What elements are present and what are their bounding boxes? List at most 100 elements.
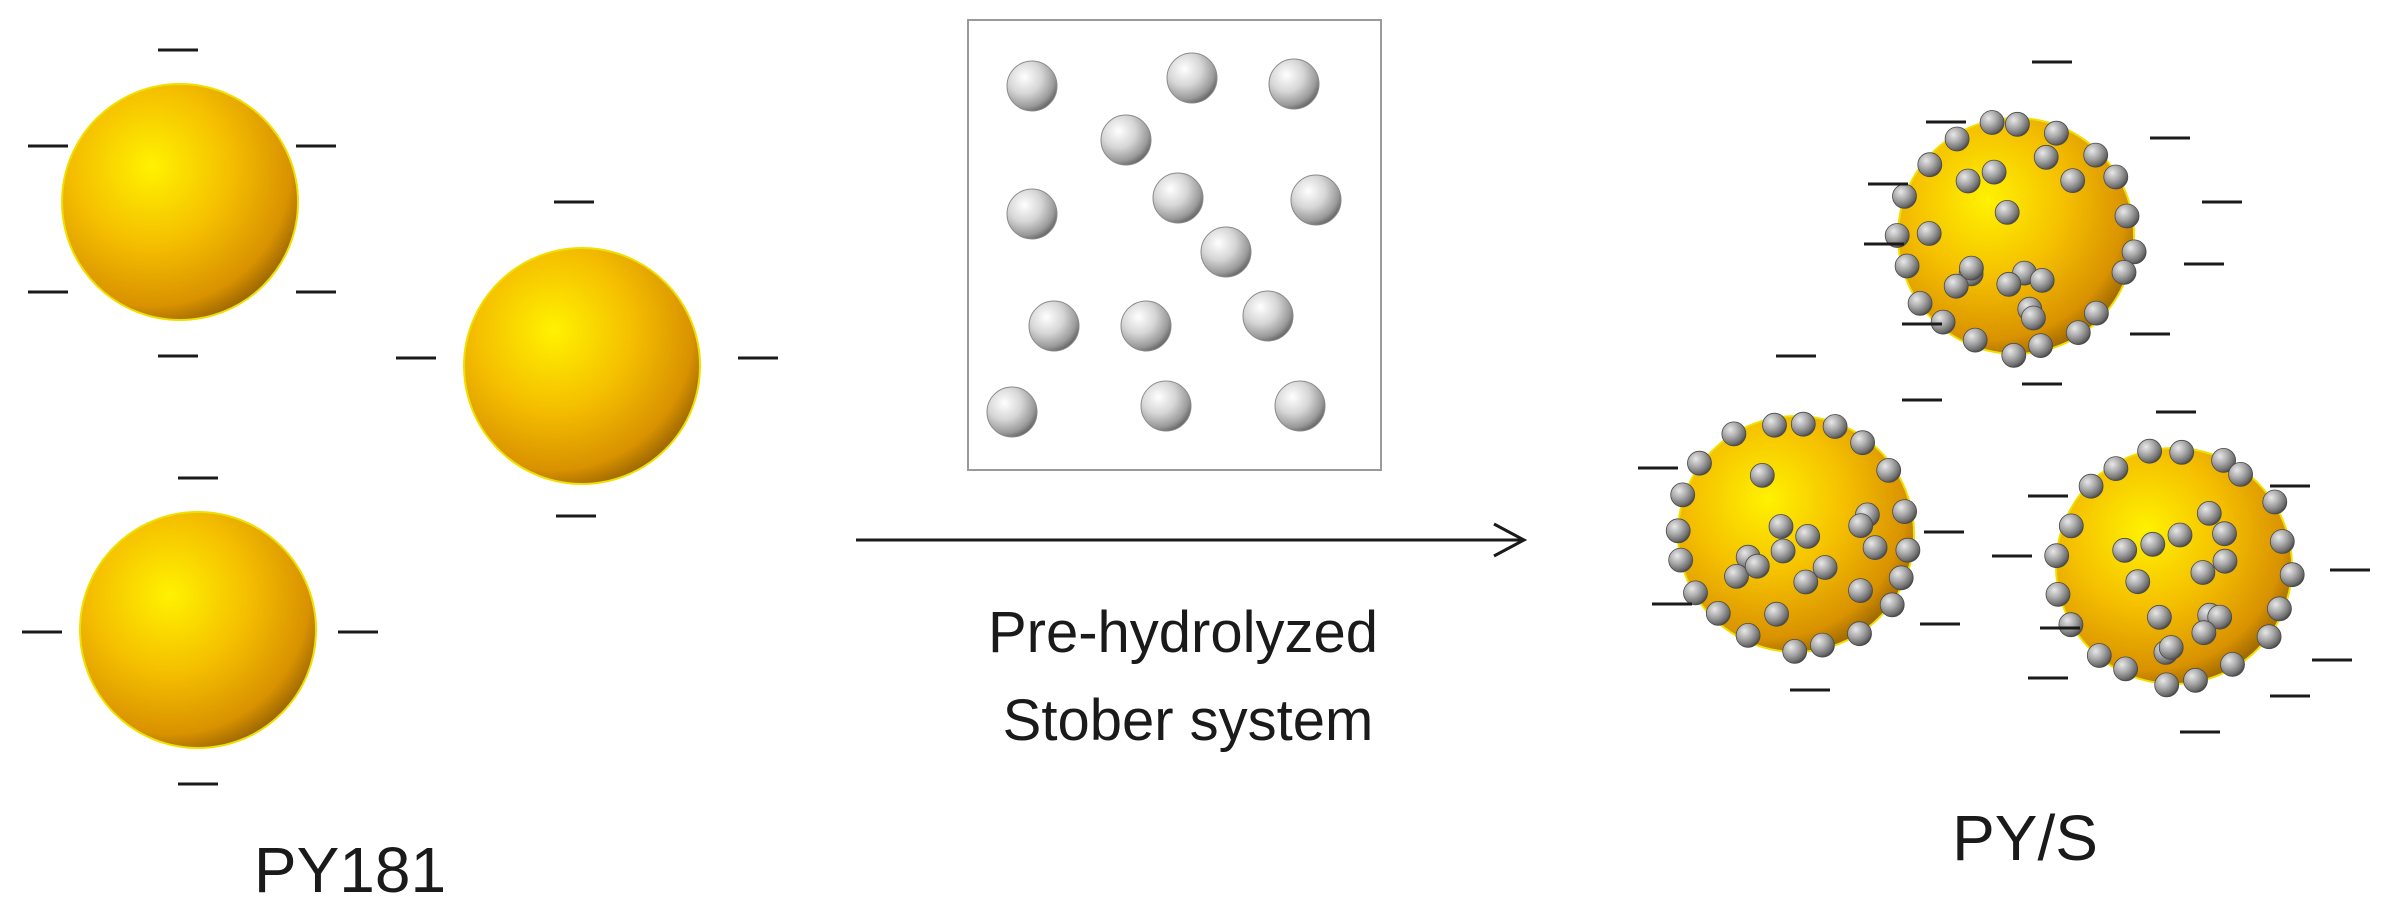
silica-bead [1895, 537, 1921, 563]
py181-label: PY181 [254, 834, 446, 906]
silica-particle [1152, 172, 1204, 224]
silica-bead [2112, 537, 2138, 563]
silica-bead [2083, 300, 2109, 326]
silica-bead [2137, 438, 2163, 464]
silica-bead [1770, 538, 1796, 564]
silica-bead [2114, 203, 2140, 229]
silica-bead [1981, 159, 2007, 185]
silica-bead [2169, 439, 2195, 465]
silica-coating [1665, 110, 2305, 698]
silica-bead [2212, 548, 2238, 574]
silica-bead [2103, 164, 2129, 190]
silica-bead [1795, 524, 1821, 549]
silica-bead [1907, 290, 1933, 316]
silica-bead [1916, 221, 1942, 246]
silica-bead [2154, 672, 2180, 698]
silica-bead [1782, 639, 1808, 664]
silica-bead [1793, 569, 1819, 595]
silica-bead [1994, 199, 2020, 225]
silica-bead [1943, 273, 1969, 299]
silica-bead [1762, 412, 1787, 438]
silica-particle [1200, 226, 1252, 278]
silica-particle [1140, 380, 1192, 432]
silica-bead [2113, 656, 2139, 682]
silica-bead [2058, 513, 2084, 539]
silica-bead [1705, 601, 1731, 626]
silica-bead [1812, 555, 1838, 580]
py181-group [61, 83, 701, 749]
silica-bead [1848, 513, 1874, 538]
silica-bead [2279, 562, 2305, 588]
silica-bead [1735, 623, 1761, 648]
silica-particle [1120, 300, 1172, 352]
silica-bead [2058, 612, 2084, 638]
silica-particle [1290, 174, 1342, 226]
silica-bead [1683, 580, 1708, 606]
silica-bead [1822, 414, 1848, 439]
silica-bead [2083, 142, 2109, 168]
silica-bead [1687, 450, 1712, 476]
silica-bead [2060, 168, 2086, 194]
silica-bead [1884, 223, 1910, 248]
silica-bead [1744, 553, 1770, 579]
process-label-line1: Pre-hydrolyzed [988, 600, 1378, 665]
silica-bead [2065, 320, 2091, 346]
silica-bead [2183, 667, 2208, 693]
silica-bead [1876, 457, 1902, 483]
silica-particle [1274, 380, 1326, 432]
silica-bead [2103, 456, 2129, 482]
silica-bead [2044, 543, 2070, 569]
silica-bead [1848, 578, 1873, 603]
silica-bead [2207, 604, 2233, 630]
silica-particle [1242, 290, 1294, 342]
py181-particle [463, 247, 701, 485]
silica-bead [2269, 529, 2295, 554]
silica-particle [1006, 188, 1058, 240]
silica-bead [2212, 521, 2237, 547]
silica-bead [1959, 255, 1984, 281]
silica-bead [1724, 564, 1749, 589]
silica-bead [2001, 342, 2027, 368]
silica-bead [1917, 152, 1943, 178]
silica-bead [1930, 309, 1956, 335]
silica-bead [2140, 531, 2166, 557]
silica-bead [2005, 111, 2030, 137]
silica-bead [1790, 411, 1816, 437]
silica-sol [986, 52, 1342, 438]
silica-bead [1888, 565, 1914, 591]
process-label-line2: Stober system [1003, 688, 1374, 753]
silica-bead [2256, 624, 2282, 650]
silica-bead [2167, 522, 2193, 548]
silica-bead [1944, 126, 1970, 152]
silica-bead [1892, 499, 1917, 525]
negative-charges [22, 48, 2370, 786]
silica-particle [1028, 300, 1080, 352]
silica-bead [1810, 632, 1835, 658]
silica-bead [1665, 518, 1691, 544]
silica-bead [2125, 569, 2151, 595]
silica-bead [2211, 447, 2237, 473]
silica-particle [1006, 60, 1058, 112]
pys-label: PY/S [1952, 802, 2098, 874]
silica-bead [2043, 120, 2069, 146]
silica-bead [1749, 462, 1775, 488]
silica-bead [2033, 144, 2059, 170]
silica-bead [1979, 110, 2005, 135]
silica-bead [1764, 601, 1789, 627]
silica-particle [1166, 52, 1218, 104]
silica-bead [1879, 592, 1905, 618]
silica-bead [1721, 421, 1747, 447]
silica-bead [2191, 620, 2217, 646]
silica-bead [2021, 305, 2046, 331]
silica-bead [2146, 604, 2172, 630]
silica-bead [2228, 461, 2254, 487]
silica-bead [2190, 560, 2216, 585]
silica-bead [1892, 183, 1917, 209]
silica-bead [1768, 514, 1794, 539]
silica-bead [2086, 643, 2112, 668]
silica-bead [2220, 652, 2245, 677]
silica-bead [2111, 259, 2137, 285]
silica-bead [2196, 501, 2222, 526]
silica-bead [1847, 621, 1872, 647]
